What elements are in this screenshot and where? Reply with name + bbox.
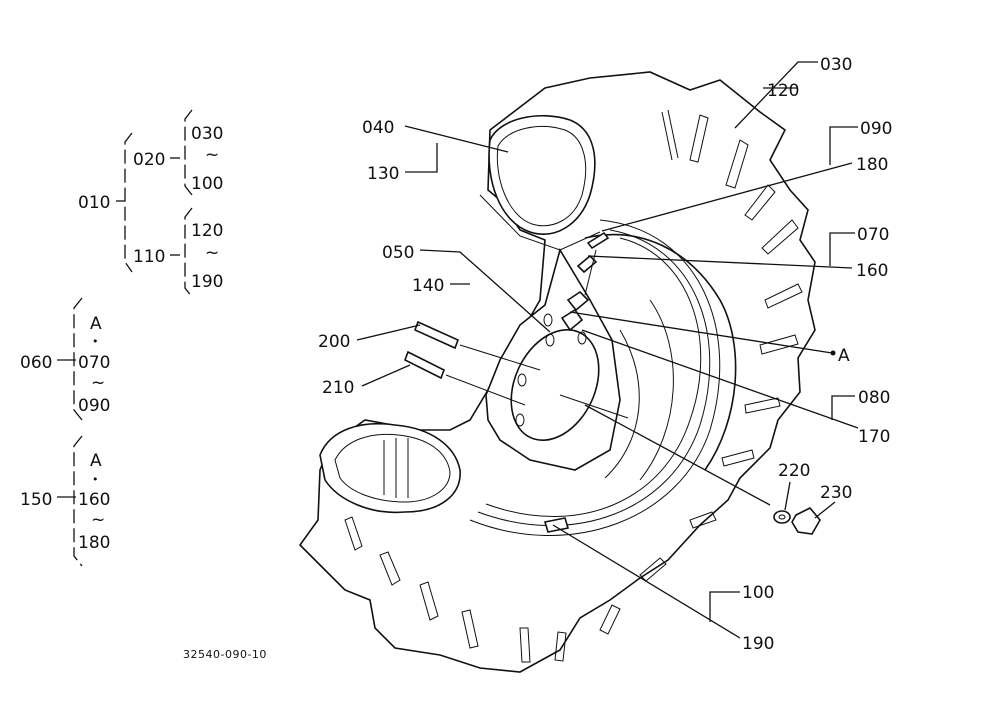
part-hierarchy-tree: 010 020 030 ~ 100 110 120 ~ 190 A • 060 … bbox=[20, 109, 223, 567]
tube-patch bbox=[543, 517, 570, 533]
tree-label-A-1: A bbox=[90, 314, 102, 334]
tree-label-180: 180 bbox=[78, 533, 110, 553]
callout-180: 180 bbox=[856, 155, 888, 175]
nut-230 bbox=[791, 507, 821, 535]
tree-tilde-2: ~ bbox=[205, 243, 219, 263]
callout-130: 130 bbox=[367, 164, 399, 184]
callout-040: 040 bbox=[362, 118, 394, 138]
upper-tire-opening bbox=[488, 114, 596, 235]
washer-220 bbox=[773, 510, 791, 524]
rear-rim-bead bbox=[584, 233, 737, 471]
drawing-number: 32540-090-10 bbox=[183, 648, 267, 661]
callout-080: 080 bbox=[858, 388, 890, 408]
bolt-200 bbox=[413, 320, 460, 350]
bolts bbox=[403, 320, 541, 406]
tree-label-060: 060 bbox=[20, 353, 52, 373]
callout-labels: 030 120 040 130 090 180 050 140 070 160 … bbox=[318, 55, 892, 654]
tree-label-150: 150 bbox=[20, 490, 52, 510]
tree-tilde-1: ~ bbox=[205, 145, 219, 165]
tread-lugs bbox=[344, 109, 803, 663]
callout-200: 200 bbox=[318, 332, 350, 352]
tree-label-A-2: A bbox=[90, 451, 102, 471]
tree-label-100: 100 bbox=[191, 174, 223, 194]
tree-label-030: 030 bbox=[191, 124, 223, 144]
tree-dot-2: • bbox=[92, 473, 99, 486]
callout-120: 120 bbox=[767, 81, 799, 101]
callout-210: 210 bbox=[322, 378, 354, 398]
callout-100: 100 bbox=[742, 583, 774, 603]
tree-tilde-3: ~ bbox=[91, 373, 105, 393]
callout-140: 140 bbox=[412, 276, 444, 296]
tire-wheel-drawing bbox=[298, 71, 821, 673]
tree-label-020: 020 bbox=[133, 150, 165, 170]
callout-160: 160 bbox=[856, 261, 888, 281]
callout-170: 170 bbox=[858, 427, 890, 447]
callout-030: 030 bbox=[820, 55, 852, 75]
tree-label-070: 070 bbox=[78, 353, 110, 373]
callout-A-dot bbox=[830, 350, 836, 356]
bolt-210 bbox=[403, 350, 446, 380]
callout-070: 070 bbox=[857, 225, 889, 245]
tree-label-120: 120 bbox=[191, 221, 223, 241]
tree-tilde-4: ~ bbox=[91, 510, 105, 530]
valve-assembly bbox=[560, 231, 610, 332]
hub-center-hole bbox=[510, 328, 600, 442]
callout-090: 090 bbox=[860, 119, 892, 139]
tree-label-090: 090 bbox=[78, 396, 110, 416]
callout-220: 220 bbox=[778, 461, 810, 481]
callout-050: 050 bbox=[382, 243, 414, 263]
lug-bolt-holes bbox=[515, 313, 587, 427]
tree-label-160: 160 bbox=[78, 490, 110, 510]
callout-A: A bbox=[838, 346, 850, 366]
tree-dot-1: • bbox=[92, 335, 99, 348]
callout-190: 190 bbox=[742, 634, 774, 654]
callout-230: 230 bbox=[820, 483, 852, 503]
leader-lines bbox=[356, 61, 859, 639]
tree-label-110: 110 bbox=[133, 247, 165, 267]
tree-label-010: 010 bbox=[78, 193, 110, 213]
tree-label-190: 190 bbox=[191, 272, 223, 292]
